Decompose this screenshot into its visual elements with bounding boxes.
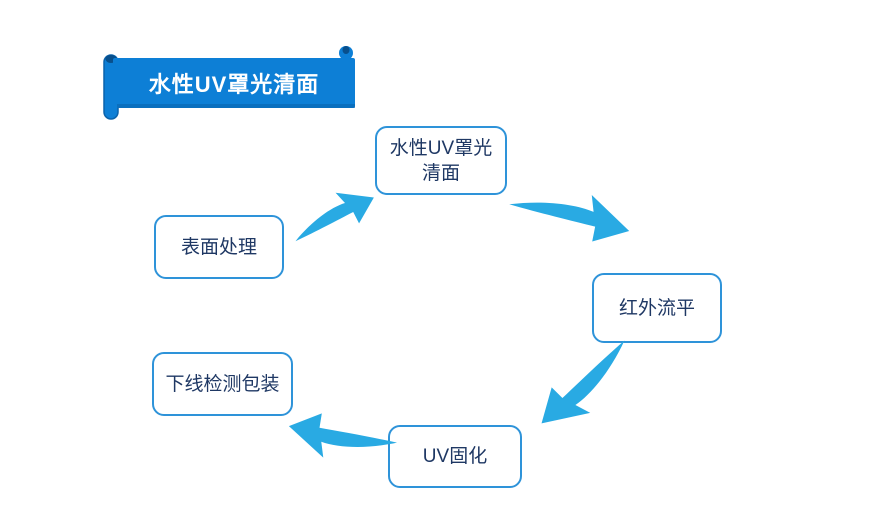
node-label: 表面处理 (180, 236, 257, 258)
node-surface-treatment[interactable]: 表面处理 (154, 215, 284, 279)
arrow-topcoat-to-ir[interactable] (508, 160, 642, 256)
ribbon-body (113, 58, 355, 108)
arrow-surface-to-topcoat[interactable] (284, 176, 383, 244)
node-uv-curing[interactable]: UV固化 (388, 425, 522, 488)
node-uv-topcoat[interactable]: 水性UV罩光 清面 (375, 126, 507, 195)
ribbon-bottom-shade (117, 104, 355, 108)
ribbon-right-curl-top (342, 46, 350, 54)
node-offline-packaging[interactable]: 下线检测包装 (152, 352, 293, 416)
arrow-shape (509, 194, 630, 242)
arrow-shape (288, 413, 398, 458)
node-ir-leveling[interactable]: 红外流平 (592, 273, 722, 343)
arrow-shape (295, 192, 374, 242)
node-label: UV固化 (422, 446, 488, 467)
arrow-shape (541, 340, 625, 424)
node-label: 水性UV罩光 清面 (389, 137, 493, 184)
arrow-curing-to-packaging[interactable] (278, 402, 398, 487)
node-label: 下线检测包装 (165, 373, 280, 395)
arrow-ir-to-curing[interactable] (525, 337, 652, 446)
node-label: 红外流平 (618, 297, 695, 319)
ribbon-banner-shape[interactable] (95, 38, 375, 130)
